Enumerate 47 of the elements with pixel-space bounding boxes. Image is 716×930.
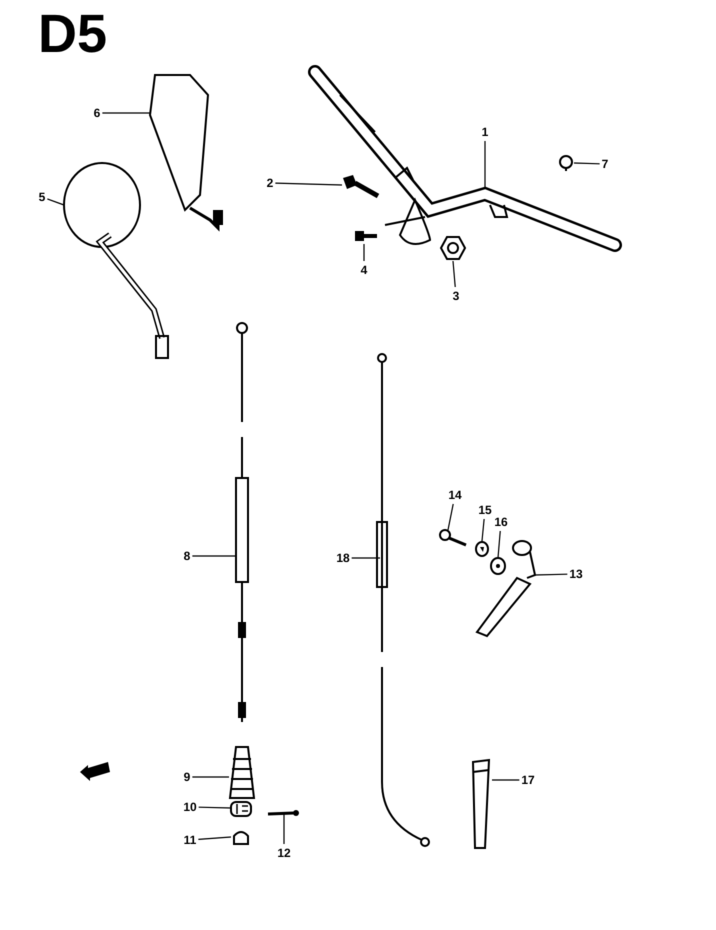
washer-drawing bbox=[490, 557, 506, 575]
callout-number: 10 bbox=[183, 800, 197, 814]
throttle-cable-drawing bbox=[232, 322, 252, 722]
callout-number: 6 bbox=[94, 106, 100, 120]
bolt-drawing bbox=[354, 228, 378, 244]
callout-number: 3 bbox=[452, 289, 460, 303]
leader-line bbox=[452, 260, 456, 288]
leader-line bbox=[102, 112, 151, 114]
leader-line bbox=[192, 776, 229, 778]
leader-line bbox=[447, 504, 454, 530]
leader-line bbox=[352, 557, 380, 559]
callout-number: 15 bbox=[478, 503, 492, 517]
leader-line bbox=[497, 530, 501, 558]
callout-number: 1 bbox=[482, 125, 488, 139]
callout-number: 5 bbox=[38, 190, 46, 204]
leader-line bbox=[198, 836, 232, 840]
leader-line bbox=[283, 812, 285, 844]
cap-drawing bbox=[558, 155, 574, 171]
nut-drawing bbox=[440, 235, 466, 261]
adjuster-drawing bbox=[230, 800, 252, 818]
callout-number: 2 bbox=[266, 176, 274, 190]
leader-line bbox=[492, 779, 520, 781]
callout-number: 12 bbox=[277, 846, 291, 860]
rubber-boot-drawing bbox=[228, 745, 256, 800]
washer-drawing bbox=[475, 541, 489, 557]
callout-number: 13 bbox=[569, 567, 583, 581]
callout-number: 11 bbox=[184, 833, 196, 847]
leader-line bbox=[574, 162, 600, 164]
leader-line bbox=[275, 182, 342, 186]
leader-line bbox=[47, 198, 64, 206]
callout-number: 9 bbox=[184, 770, 190, 784]
callout-number: 4 bbox=[360, 263, 368, 277]
leader-line bbox=[198, 806, 232, 809]
callout-number: 16 bbox=[494, 515, 508, 529]
callout-number: 8 bbox=[184, 549, 190, 563]
callout-number: 17 bbox=[521, 773, 535, 787]
nut-drawing bbox=[230, 828, 252, 846]
leader-line bbox=[192, 555, 236, 557]
leader-line bbox=[481, 518, 485, 542]
callout-number: 14 bbox=[448, 488, 462, 502]
callout-number: 18 bbox=[336, 551, 350, 565]
figure-title: D5 bbox=[38, 4, 108, 64]
callout-number: 7 bbox=[602, 157, 608, 171]
leader-line bbox=[363, 244, 365, 261]
leader-line bbox=[534, 574, 568, 576]
bolt-drawing bbox=[438, 528, 468, 548]
pin-drawing bbox=[268, 808, 300, 818]
